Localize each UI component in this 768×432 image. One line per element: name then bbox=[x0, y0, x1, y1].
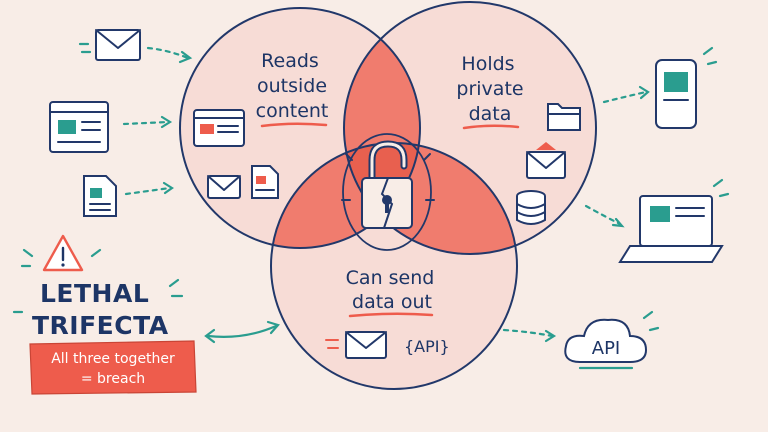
api-badge: {API} bbox=[404, 337, 450, 356]
envelope-icon bbox=[78, 29, 141, 61]
breach-note: All three together = breach bbox=[29, 340, 197, 395]
overlap-left bbox=[271, 143, 420, 248]
breach-note-line2: = breach bbox=[81, 371, 145, 387]
document-icon bbox=[251, 165, 279, 199]
cloud-api-label: API bbox=[592, 338, 620, 359]
label-data-out: data out bbox=[352, 291, 432, 313]
envelope-icon bbox=[207, 175, 241, 199]
label-data: data bbox=[469, 103, 512, 125]
smartphone-icon bbox=[655, 46, 718, 129]
envelope-icon bbox=[526, 142, 566, 179]
laptop-icon bbox=[618, 178, 730, 263]
trifecta-title-line1: LETHAL bbox=[40, 279, 149, 308]
label-reads: Reads bbox=[261, 50, 319, 72]
label-outside: outside bbox=[257, 75, 327, 97]
label-content: content bbox=[256, 100, 329, 122]
label-private: private bbox=[456, 78, 523, 100]
warning-triangle-icon bbox=[20, 234, 102, 272]
document-icon bbox=[83, 175, 117, 217]
sparkle-marks bbox=[12, 278, 184, 314]
breach-note-line1: All three together bbox=[51, 351, 175, 367]
link-arrow bbox=[204, 320, 280, 344]
label-holds: Holds bbox=[461, 53, 514, 75]
broken-padlock-icon bbox=[341, 133, 435, 251]
browser-window-icon bbox=[193, 109, 245, 147]
label-can-send: Can send bbox=[346, 267, 435, 289]
overlap-right bbox=[344, 143, 517, 254]
envelope-icon bbox=[325, 331, 387, 359]
folder-icon bbox=[547, 103, 581, 131]
cloud-icon bbox=[564, 310, 660, 370]
trifecta-title-line2: TRIFECTA bbox=[32, 311, 169, 340]
database-icon bbox=[516, 190, 546, 225]
browser-window-icon bbox=[49, 101, 109, 153]
